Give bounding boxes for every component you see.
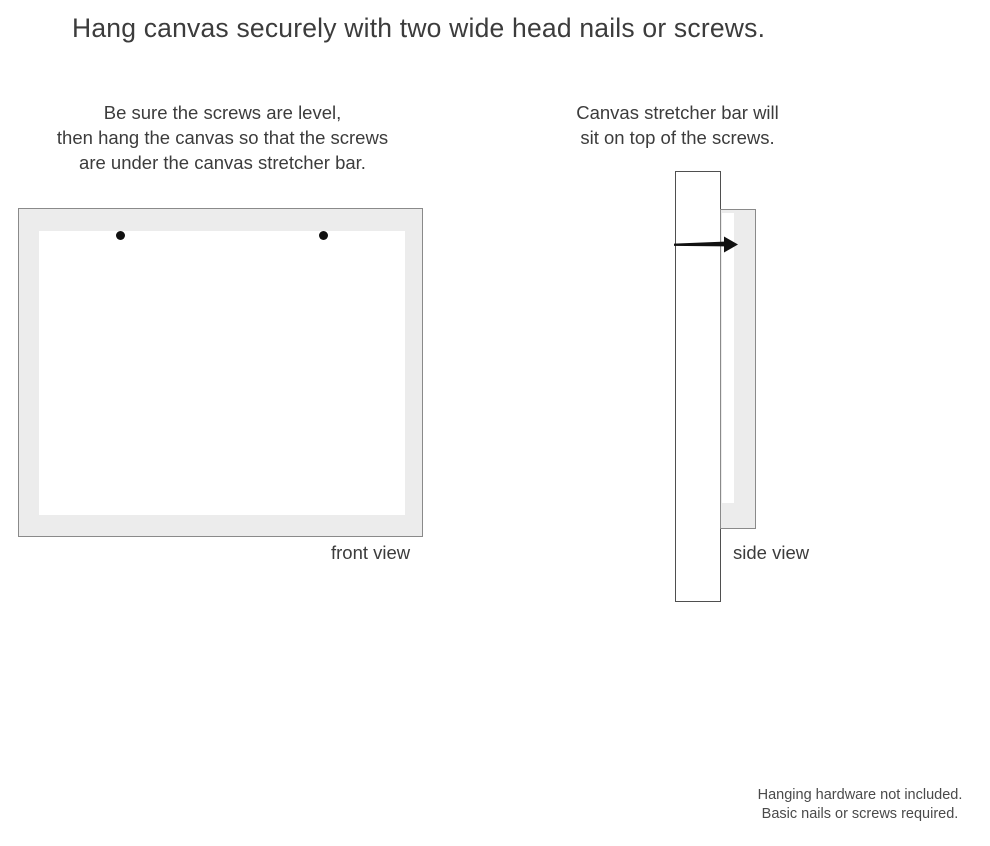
canvas-face-front bbox=[39, 231, 405, 515]
screw-head-right-icon bbox=[319, 231, 328, 240]
page-title: Hang canvas securely with two wide head … bbox=[72, 13, 766, 43]
side-view-label: side view bbox=[733, 542, 810, 563]
front-view-instruction: Be sure the screws are level, then hang … bbox=[56, 102, 389, 173]
hardware-footnote: Hanging hardware not included. Basic nai… bbox=[757, 787, 963, 822]
canvas-profile-recess bbox=[722, 213, 734, 503]
screw-head-left-icon bbox=[116, 231, 125, 240]
front-view-label: front view bbox=[331, 542, 411, 563]
nail-icon bbox=[674, 236, 738, 253]
side-view-instruction: Canvas stretcher bar will sit on top of … bbox=[576, 102, 779, 148]
